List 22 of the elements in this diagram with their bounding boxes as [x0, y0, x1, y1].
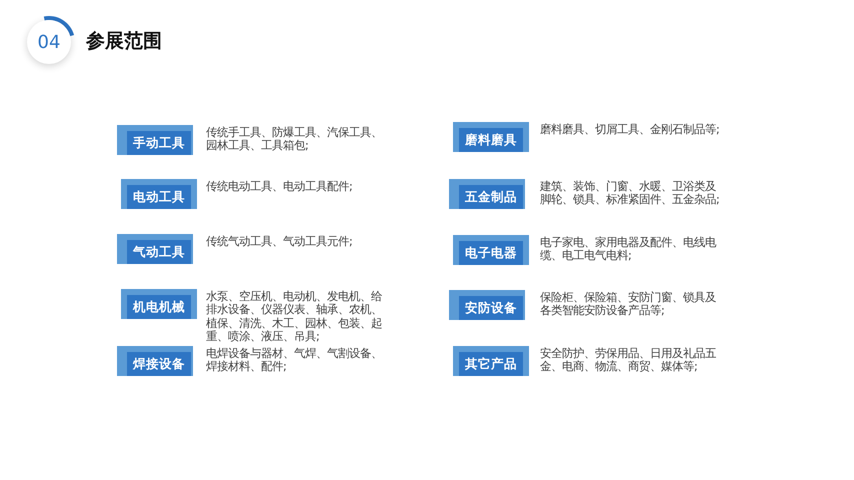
- category-description: 电焊设备与器材、气焊、气割设备、焊接材料、配件;: [206, 347, 383, 374]
- category-box: 五金制品: [459, 185, 523, 209]
- category-description: 安全防护、劳保用品、日用及礼品五金、电商、物流、商贸、媒体等;: [540, 347, 717, 374]
- category-box: 焊接设备: [127, 352, 191, 376]
- category-box: 手动工具: [127, 131, 191, 155]
- category-description: 水泵、空压机、电动机、发电机、给排水设备、仪器仪表、轴承、农机、植保、清洗、木工、园林、包装、起重、喷涂、液压、吊具;: [206, 290, 383, 344]
- category-description: 建筑、装饰、门窗、水暖、卫浴类及脚轮、锁具、标准紧固件、五金杂品;: [540, 180, 721, 207]
- category-box: 电子电器: [459, 241, 523, 265]
- category-box: 安防设备: [459, 296, 523, 320]
- category-box: 电动工具: [127, 185, 191, 209]
- category-description: 保险柜、保险箱、安防门窗、锁具及各类智能安防设备产品等;: [540, 291, 717, 318]
- category-description: 传统气动工具、气动工具元件;: [206, 235, 354, 248]
- category-box: 其它产品: [459, 352, 523, 376]
- category-description: 磨料磨具、切屑工具、金刚石制品等;: [540, 123, 721, 136]
- category-description: 传统手工具、防爆工具、汽保工具、园林工具、工具箱包;: [206, 126, 383, 153]
- category-box: 磨料磨具: [459, 128, 523, 152]
- page-title: 参展范围: [86, 29, 162, 54]
- category-description: 传统电动工具、电动工具配件;: [206, 180, 354, 194]
- category-box: 机电机械: [127, 295, 191, 319]
- category-description: 电子家电、家用电器及配件、电线电缆、电工电气电料;: [540, 236, 718, 263]
- number-circle: 04: [27, 20, 71, 64]
- category-box: 气动工具: [127, 240, 191, 264]
